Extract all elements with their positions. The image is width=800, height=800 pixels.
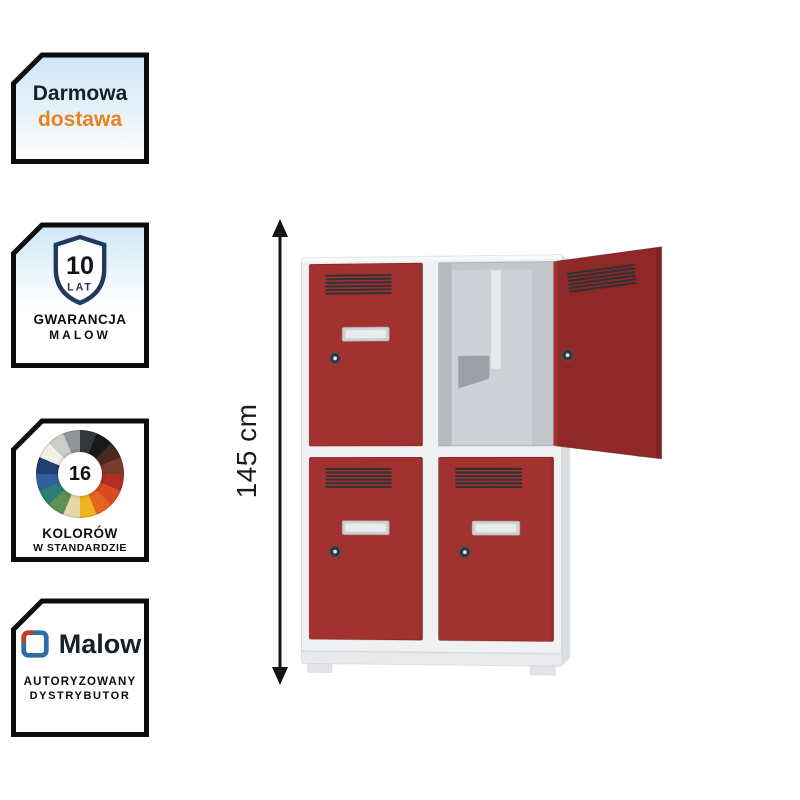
locker-door-open	[553, 247, 662, 459]
shield-icon: 10 LAT	[53, 234, 107, 306]
warranty-line1: GWARANCJA	[33, 312, 127, 327]
warranty-years-unit: LAT	[67, 281, 93, 293]
locker-plinth	[301, 651, 562, 667]
warranty-line2: MALOW	[49, 328, 111, 342]
distributor-line1: AUTORYZOWANY	[23, 676, 137, 688]
locker-svg	[292, 198, 677, 745]
locker-image	[292, 198, 677, 745]
lock-icon	[458, 546, 471, 559]
color-wheel-icon: 16	[36, 430, 124, 518]
lock-icon	[329, 545, 342, 558]
color-count: 16	[58, 452, 102, 496]
malow-logo-icon	[21, 630, 49, 658]
locker-interior	[439, 262, 554, 446]
colors-line1: KOLORÓW	[42, 526, 118, 541]
locker-door-bottom-left	[309, 457, 422, 640]
distributor-line2: DYSTRYBUTOR	[29, 690, 131, 702]
lock-icon	[561, 348, 574, 362]
warranty-years: 10	[66, 252, 94, 280]
warranty-badge: 10 LAT GWARANCJA MALOW	[10, 222, 150, 369]
lock-icon	[329, 352, 342, 365]
locker-foot	[530, 666, 555, 675]
dimension-arrow	[272, 219, 288, 685]
colors-line2: W STANDARDZIE	[33, 542, 127, 554]
coat-hook	[458, 355, 490, 389]
badge-frame	[11, 52, 149, 164]
free-delivery-line1: Darmowa	[32, 82, 128, 105]
distributor-badge: Malow AUTORYZOWANY DYSTRYBUTOR	[10, 598, 150, 738]
locker-door-bottom-right	[439, 457, 554, 641]
dimension-label: 145 cm	[231, 403, 262, 499]
locker-foot	[308, 663, 332, 672]
brand-text: Malow	[58, 628, 142, 659]
label-holder	[471, 520, 521, 536]
free-delivery-line2: dostawa	[37, 108, 123, 131]
locker-door-top-left	[309, 263, 422, 446]
label-holder	[341, 326, 390, 342]
colors-badge: 16 KOLORÓW W STANDARDZIE	[10, 418, 150, 563]
free-delivery-badge: Darmowa dostawa	[10, 52, 150, 165]
label-holder	[341, 520, 390, 536]
